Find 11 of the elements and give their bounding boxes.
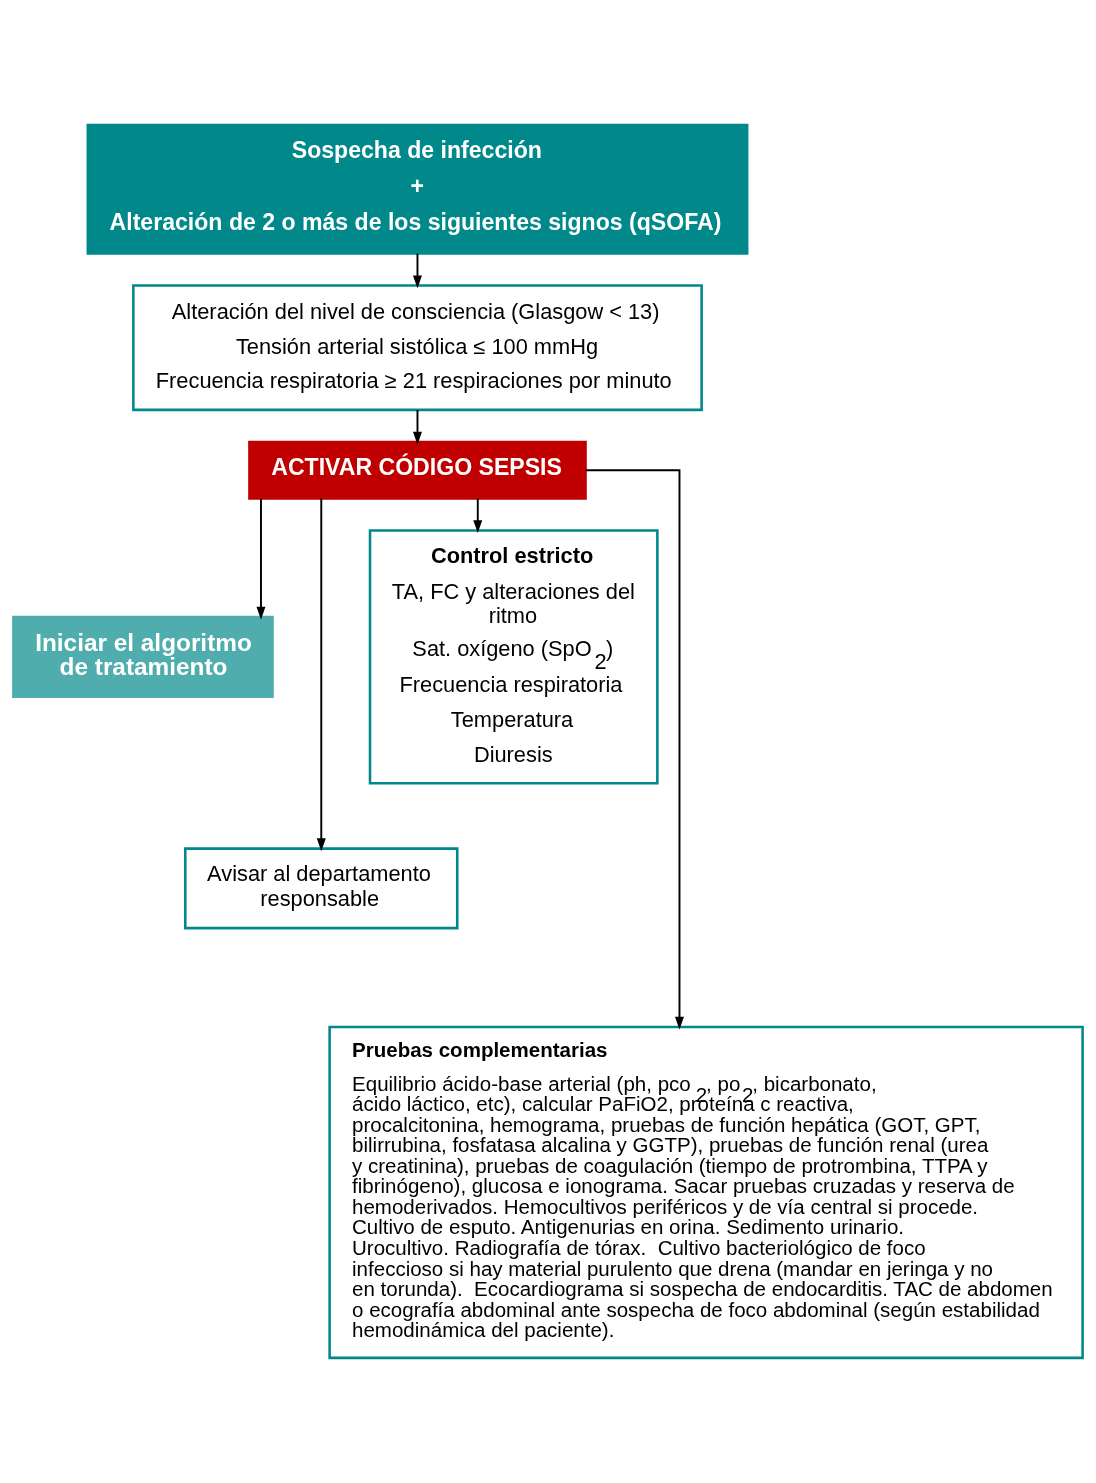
node-box: Iniciar el algoritmo de tratamiento [12,615,274,698]
arrow [316,497,326,852]
arrow [584,469,684,1030]
arrow [473,497,483,534]
node-box: Avisar al departamento responsable [184,847,459,930]
arrow [413,252,422,289]
node-box: Alteración del nivel de consciencia (Glasgow < 13) Tensión arterial sistólica ≤ 100 mmHg Frecuencia respiratoria ≥ 21 respiraciones por minuto [132,284,703,412]
arrow [413,409,422,445]
node-box: Sospecha de infección + Alteración de 2 o más de los siguientes signos (qSOFA) [86,123,749,255]
arrow [256,497,266,620]
node-box: ACTIVAR CÓDIGO SEPSIS [248,440,587,500]
